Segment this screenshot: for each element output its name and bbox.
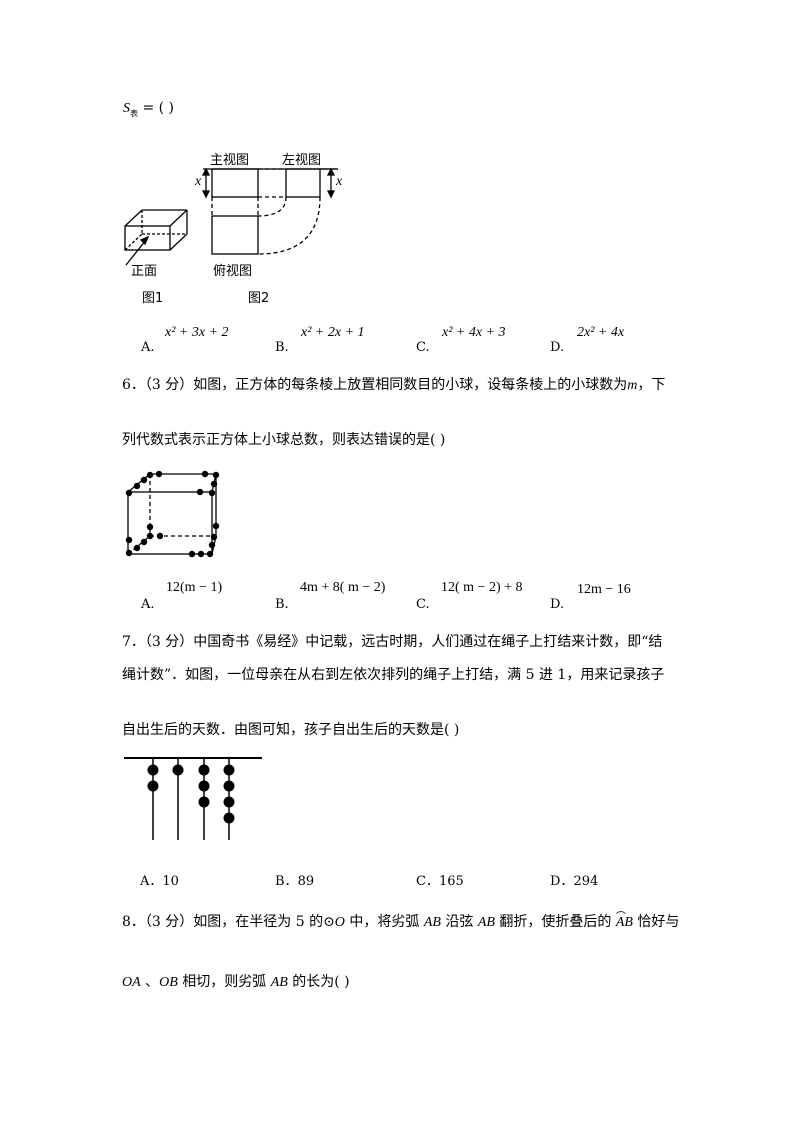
q5-option-d-expr: 2x² + 4x <box>577 325 625 340</box>
q7-line3: 自出生后的天数．由图可知，孩子自出生后的天数是( ) <box>122 722 460 738</box>
q6-option-d-expr: 12m − 16 <box>577 582 631 597</box>
q8-ob: OB <box>159 975 178 990</box>
front-view-label: 主视图 <box>210 153 250 168</box>
q7-option-a-value: 10 <box>162 874 179 889</box>
x-label-left: x <box>195 174 202 189</box>
q6-line1: 6．（3 分）如图，正方体的每条棱上放置相同数目的小球，设每条棱上的小球数为m，… <box>122 375 665 396</box>
rope-knot <box>147 764 159 776</box>
q6-option-c-expr: 12( m − 2) + 8 <box>441 580 523 595</box>
q5-option-d-letter[interactable]: D. <box>550 340 565 355</box>
q5-fig1-box <box>124 209 188 266</box>
q8-ab-4: AB <box>270 975 288 990</box>
q7-option-c-value: 165 <box>438 874 464 889</box>
q8-text-f: 相切，则劣弧 <box>177 974 271 990</box>
q8-line2: OA 、OB 相切，则劣弧 AB 的长为( ) <box>122 972 350 993</box>
q6-option-c-letter[interactable]: C. <box>416 597 430 612</box>
q7-option-a[interactable]: A．10 <box>140 872 179 892</box>
rope-knot <box>198 780 210 792</box>
left-view-label: 左视图 <box>282 153 322 168</box>
rope-knot <box>223 812 235 824</box>
q8-text-g: 的长为( ) <box>287 974 350 990</box>
rope-knot <box>172 764 184 776</box>
s-symbol: S <box>123 101 130 116</box>
q5-option-c-expr: x² + 4x + 3 <box>442 325 506 340</box>
q7-option-b-letter: B． <box>275 874 298 889</box>
q5-option-b-expr: x² + 2x + 1 <box>301 325 365 340</box>
q8-ab-2: AB <box>477 915 495 930</box>
q8-line1: 8．（3 分）如图，在半径为 5 的⊙O 中，将劣弧 AB 沿弦 AB 翻折，使… <box>122 912 679 933</box>
q8-text-d: 翻折，使折叠后的 <box>494 914 616 930</box>
q7-option-d-letter: D． <box>550 874 574 889</box>
s-subscript: 表 <box>130 108 138 118</box>
q7-option-d-value: 294 <box>573 874 599 889</box>
q7-line1: 7．（3 分）中国奇书《易经》中记载，远古时期，人们通过在绳子上打结来计数，即“… <box>122 634 663 650</box>
x-label-right: x <box>336 174 343 189</box>
rope-knot <box>223 780 235 792</box>
q8-text-a: 8．（3 分）如图，在半径为 5 的 <box>122 914 324 930</box>
q5-option-a-expr: x² + 3x + 2 <box>165 325 229 340</box>
q8-text-c: 沿弦 <box>440 914 478 930</box>
rope-knot <box>223 796 235 808</box>
q7-option-b[interactable]: B．89 <box>275 872 314 892</box>
arc-mark-icon: ⌒ <box>615 912 626 923</box>
q5-header: S表 = ( ) <box>123 98 174 124</box>
q8-text-e: 恰好与 <box>632 914 680 930</box>
top-view-label: 俯视图 <box>213 264 253 279</box>
q6-line1-end: ，下 <box>637 377 666 393</box>
q6-option-b-letter[interactable]: B. <box>275 597 289 612</box>
q5-paren: = ( ) <box>138 100 175 116</box>
q7-option-a-letter: A． <box>140 874 163 889</box>
rope-knot <box>223 764 235 776</box>
front-face-label: 正面 <box>131 264 158 279</box>
q6-option-a-letter[interactable]: A. <box>141 597 155 612</box>
rope-knot <box>198 764 210 776</box>
q6-line1-text: 6．（3 分）如图，正方体的每条棱上放置相同数目的小球，设每条棱上的小球数为 <box>122 377 628 393</box>
q6-option-b-expr: 4m + 8( m − 2) <box>300 580 386 595</box>
fig1-label: 图1 <box>142 291 164 306</box>
q5-option-a-letter[interactable]: A. <box>141 340 155 355</box>
rope-knot <box>147 780 159 792</box>
q5-option-b-letter[interactable]: B. <box>275 340 289 355</box>
q7-option-d[interactable]: D．294 <box>550 872 598 892</box>
q8-ab-1: AB <box>423 915 441 930</box>
q8-oa: OA <box>122 975 141 990</box>
rope-knot <box>198 796 210 808</box>
q8-ab-3: AB <box>615 915 633 930</box>
q6-option-a-expr: 12(m − 1) <box>166 580 223 595</box>
q7-option-c[interactable]: C．165 <box>416 872 464 892</box>
fig2-label: 图2 <box>248 291 270 306</box>
q6-balls <box>125 470 220 558</box>
q8-text-b: 中，将劣弧 <box>344 914 424 930</box>
q7-line2: 绳计数”．如图，一位母亲在从右到左依次排列的绳子上打结，满 5 进 1，用来记录… <box>122 667 665 683</box>
q7-option-b-value: 89 <box>297 874 315 889</box>
q5-fig2-views <box>201 167 338 255</box>
q5-option-c-letter[interactable]: C. <box>416 340 430 355</box>
q6-var-m: m <box>627 378 638 393</box>
q6-line2: 列代数式表示正方体上小球总数，则表达错误的是( ) <box>122 432 446 448</box>
q8-sep: 、 <box>140 974 160 990</box>
q8-circle-o: ⊙O <box>323 915 345 930</box>
q8-ab-arc: ⌒AB <box>615 912 633 930</box>
q7-option-c-letter: C． <box>416 874 439 889</box>
q6-option-d-letter[interactable]: D. <box>550 597 565 612</box>
